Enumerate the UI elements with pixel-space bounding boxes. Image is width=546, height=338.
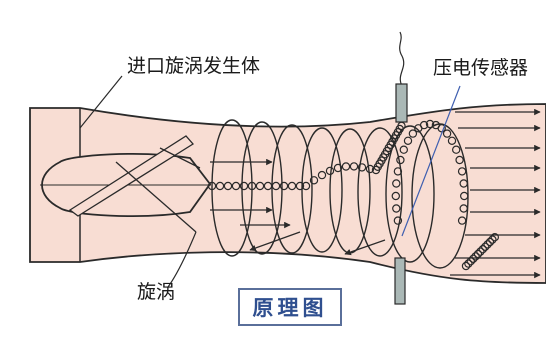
vortex-core-ring bbox=[247, 181, 257, 191]
vortex-core-ring bbox=[457, 167, 467, 176]
vortex-core-ring bbox=[255, 181, 265, 191]
vortex-core-ring bbox=[207, 181, 217, 191]
vortex-core-ring bbox=[485, 237, 495, 247]
vortex-core-ring bbox=[469, 254, 478, 263]
vortex-core-ring bbox=[403, 136, 413, 145]
vortex-core bbox=[207, 119, 499, 271]
vortex-core-ring bbox=[392, 179, 401, 188]
inlet-swirler-label: 进口旋涡发生体 bbox=[127, 55, 261, 77]
vortex-core-ring bbox=[399, 145, 408, 154]
vortex-core-ring bbox=[461, 261, 471, 271]
vortex-core-ring bbox=[490, 232, 499, 242]
caption-text: 原理图 bbox=[252, 296, 328, 320]
leader-lines bbox=[79, 75, 461, 288]
vortex-core-ring bbox=[459, 179, 468, 188]
caption-box: 原理图 bbox=[238, 288, 342, 326]
vortex-core-ring bbox=[476, 247, 485, 256]
vortex-core-ring bbox=[357, 163, 367, 172]
vortex-core-ring bbox=[396, 155, 405, 165]
piezo-sensor bbox=[395, 83, 408, 123]
vortex-core-ring bbox=[460, 191, 469, 201]
vortex-core-ring bbox=[464, 259, 473, 268]
vortex-core-ring bbox=[309, 176, 319, 185]
vortex-core-ring bbox=[215, 181, 225, 191]
vortex-core-ring bbox=[459, 204, 468, 213]
vortex-label: 旋涡 bbox=[137, 281, 176, 303]
vortex-core-ring bbox=[301, 181, 311, 191]
vortex-core-ring bbox=[295, 181, 305, 191]
vortex-core-ring bbox=[408, 129, 418, 138]
vortex-core-ring bbox=[488, 235, 497, 244]
vortex-core-ring bbox=[231, 181, 241, 191]
vortex-core-ring bbox=[481, 242, 490, 251]
vortex-core-ring bbox=[391, 191, 400, 201]
vortex-core-ring bbox=[393, 216, 403, 225]
vortex-core-ring bbox=[452, 145, 461, 154]
vortex-core-ring bbox=[483, 240, 492, 249]
vortex-core-ring bbox=[271, 181, 281, 191]
vortex-core-ring bbox=[287, 181, 297, 191]
vortex-core-ring bbox=[478, 244, 487, 254]
piezo-sensor-label: 压电传感器 bbox=[433, 57, 529, 79]
flow-arrows bbox=[210, 108, 541, 279]
vortex-core-ring bbox=[239, 181, 249, 191]
vortex-core-ring bbox=[471, 252, 480, 261]
vortex-core-ring bbox=[365, 164, 375, 174]
vortex-core-ring bbox=[341, 162, 351, 171]
vortex-core-ring bbox=[333, 163, 343, 173]
vortex-core-ring bbox=[393, 167, 403, 176]
vortex-core-ring bbox=[447, 136, 457, 145]
vortex-core-ring bbox=[317, 170, 327, 180]
vortex-core-ring bbox=[279, 181, 289, 191]
vortex-core-ring bbox=[223, 181, 233, 191]
swirler-vanes bbox=[68, 135, 201, 233]
vortex-core-ring bbox=[425, 119, 435, 129]
vortex-core-ring bbox=[392, 204, 401, 213]
sensor-wire bbox=[399, 31, 405, 87]
vortex-core-ring bbox=[263, 181, 273, 191]
vortex-core-ring bbox=[457, 216, 467, 225]
sensor-probe-bottom bbox=[394, 257, 406, 305]
vortex-core-ring bbox=[349, 162, 359, 171]
vortex-core-ring bbox=[419, 120, 429, 130]
vortex-core-ring bbox=[455, 155, 464, 165]
vortex-core-ring bbox=[442, 129, 452, 138]
vortex-core-ring bbox=[325, 166, 335, 176]
